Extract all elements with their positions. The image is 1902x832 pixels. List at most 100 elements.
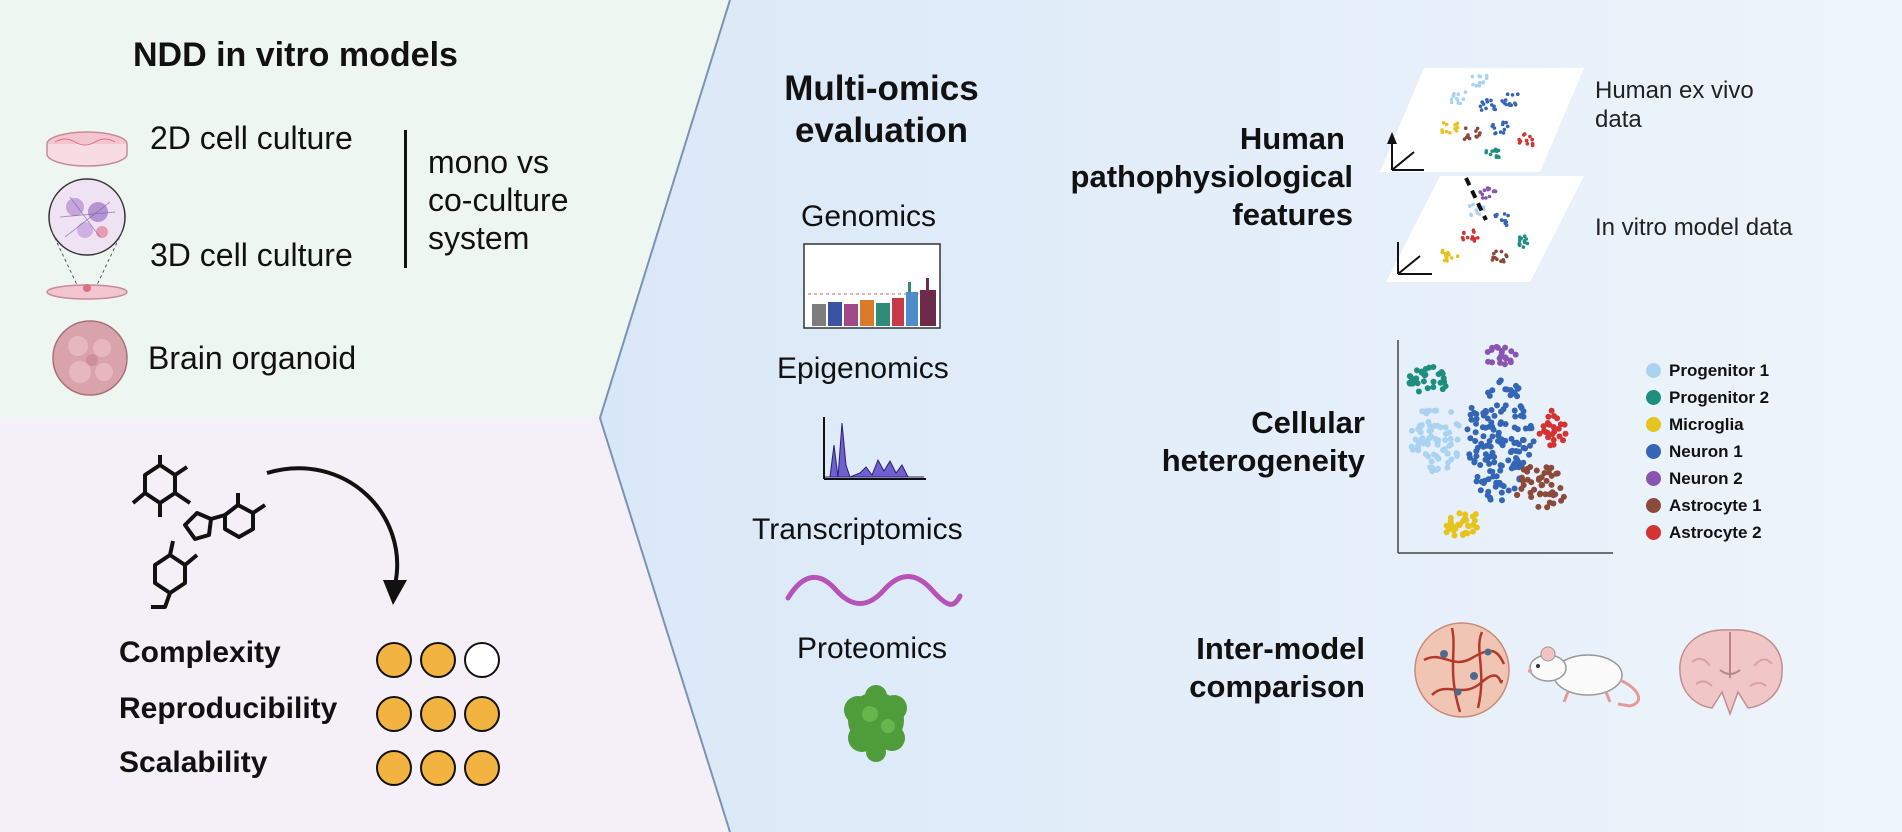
- umap-dot: [1419, 438, 1426, 444]
- umap-dot: [1452, 525, 1459, 532]
- umap-dot: [1462, 511, 1469, 518]
- legend-swatch: [1646, 471, 1661, 486]
- plane-dot: [1449, 100, 1454, 105]
- rating-dot-filled: [420, 642, 456, 678]
- plane-dot: [1517, 235, 1522, 239]
- plane-dot: [1441, 121, 1446, 125]
- umap-dot: [1415, 388, 1422, 395]
- umap-dot: [1550, 492, 1557, 499]
- rating-dot-filled: [376, 750, 412, 786]
- umap-dot: [1477, 487, 1484, 494]
- umap-dot: [1496, 379, 1503, 386]
- umap-dot: [1425, 419, 1432, 426]
- plane-dot: [1444, 122, 1449, 127]
- umap-dot: [1505, 457, 1512, 464]
- legend-item: Neuron 1: [1646, 438, 1769, 465]
- plane-dot: [1513, 101, 1517, 105]
- umap-dot: [1446, 429, 1453, 436]
- plane-dot: [1468, 204, 1472, 209]
- plane-dot: [1452, 92, 1456, 96]
- plane-dot: [1478, 104, 1483, 109]
- culture-system-note: mono vs co-culture system: [428, 143, 569, 257]
- rating-dot-filled: [464, 750, 500, 786]
- umap-dot: [1522, 445, 1529, 452]
- umap-dot: [1466, 451, 1473, 458]
- plane-dot: [1455, 254, 1460, 258]
- umap-dot: [1498, 419, 1504, 426]
- umap-dot: [1545, 413, 1552, 420]
- umap-dot: [1417, 429, 1424, 436]
- umap-dot: [1496, 355, 1503, 362]
- umap-dot: [1491, 412, 1498, 419]
- umap-dot: [1520, 459, 1527, 466]
- umap-dot: [1442, 437, 1449, 443]
- umap-dot: [1530, 438, 1537, 445]
- legend-label: Neuron 2: [1669, 468, 1743, 488]
- umap-dot: [1469, 528, 1476, 535]
- umap-dot: [1443, 522, 1450, 529]
- umap-dot: [1406, 379, 1413, 386]
- data-layers-illustration: [1380, 68, 1584, 282]
- umap-dot: [1485, 476, 1492, 483]
- umap-dot: [1444, 450, 1451, 457]
- plane-dot: [1500, 122, 1505, 127]
- omics-transcriptomics-label: Transcriptomics: [752, 513, 963, 546]
- legend-item: Progenitor 1: [1646, 357, 1769, 384]
- compound-structures-icon: [131, 455, 407, 609]
- plane-dot: [1471, 82, 1475, 87]
- heterogeneity-heading: Cellular heterogeneity: [1110, 404, 1365, 480]
- legend-swatch: [1646, 417, 1661, 432]
- plane-dot: [1492, 251, 1496, 256]
- umap-dot: [1468, 416, 1475, 423]
- plane-dot: [1475, 135, 1479, 139]
- umap-dot: [1474, 524, 1480, 531]
- umap-dot: [1509, 447, 1516, 454]
- umap-dot: [1486, 392, 1493, 399]
- umap-dot: [1474, 473, 1481, 480]
- umap-dot: [1406, 373, 1413, 380]
- umap-dot: [1471, 459, 1478, 466]
- plane-dot: [1504, 223, 1509, 227]
- umap-dot: [1487, 496, 1494, 503]
- criterion-label: Complexity: [119, 636, 281, 669]
- umap-dot: [1544, 504, 1551, 511]
- umap-dot: [1482, 407, 1489, 414]
- umap-dot: [1536, 491, 1543, 498]
- umap-dot: [1488, 407, 1495, 413]
- umap-dot: [1465, 523, 1472, 530]
- umap-dot: [1514, 385, 1521, 392]
- umap-dot: [1519, 437, 1526, 443]
- organoid-icon: [52, 320, 128, 396]
- umap-dot: [1517, 412, 1524, 419]
- bracket-line: [404, 130, 407, 268]
- umap-dot: [1424, 385, 1431, 392]
- plane-dot: [1464, 135, 1469, 139]
- criterion-label: Scalability: [119, 746, 268, 779]
- umap-dot: [1460, 531, 1466, 537]
- umap-dot: [1500, 483, 1507, 490]
- criterion-label: Reproducibility: [119, 692, 338, 725]
- plane-dot: [1521, 245, 1526, 249]
- umap-dot: [1553, 470, 1560, 477]
- plane-dot: [1482, 188, 1487, 192]
- legend-label: Microglia: [1669, 414, 1744, 434]
- umap-dot: [1415, 438, 1422, 444]
- plane-dot: [1446, 250, 1450, 255]
- umap-dot: [1437, 379, 1444, 386]
- plane-dot: [1518, 139, 1523, 143]
- plane-dot: [1474, 129, 1478, 133]
- umap-dot: [1408, 443, 1415, 450]
- plane-dot: [1502, 212, 1507, 216]
- umap-dot: [1491, 459, 1498, 466]
- umap-dot: [1482, 451, 1489, 458]
- umap-dot: [1467, 435, 1474, 442]
- umap-dot: [1473, 415, 1480, 422]
- umap-dot: [1512, 390, 1518, 397]
- umap-dot: [1440, 375, 1447, 382]
- plane-dot: [1456, 92, 1461, 96]
- heading-line: Human: [1239, 121, 1345, 156]
- umap-dot: [1497, 359, 1504, 366]
- umap-dot: [1527, 442, 1533, 449]
- umap-dot: [1474, 444, 1481, 451]
- plane-dot: [1454, 129, 1459, 133]
